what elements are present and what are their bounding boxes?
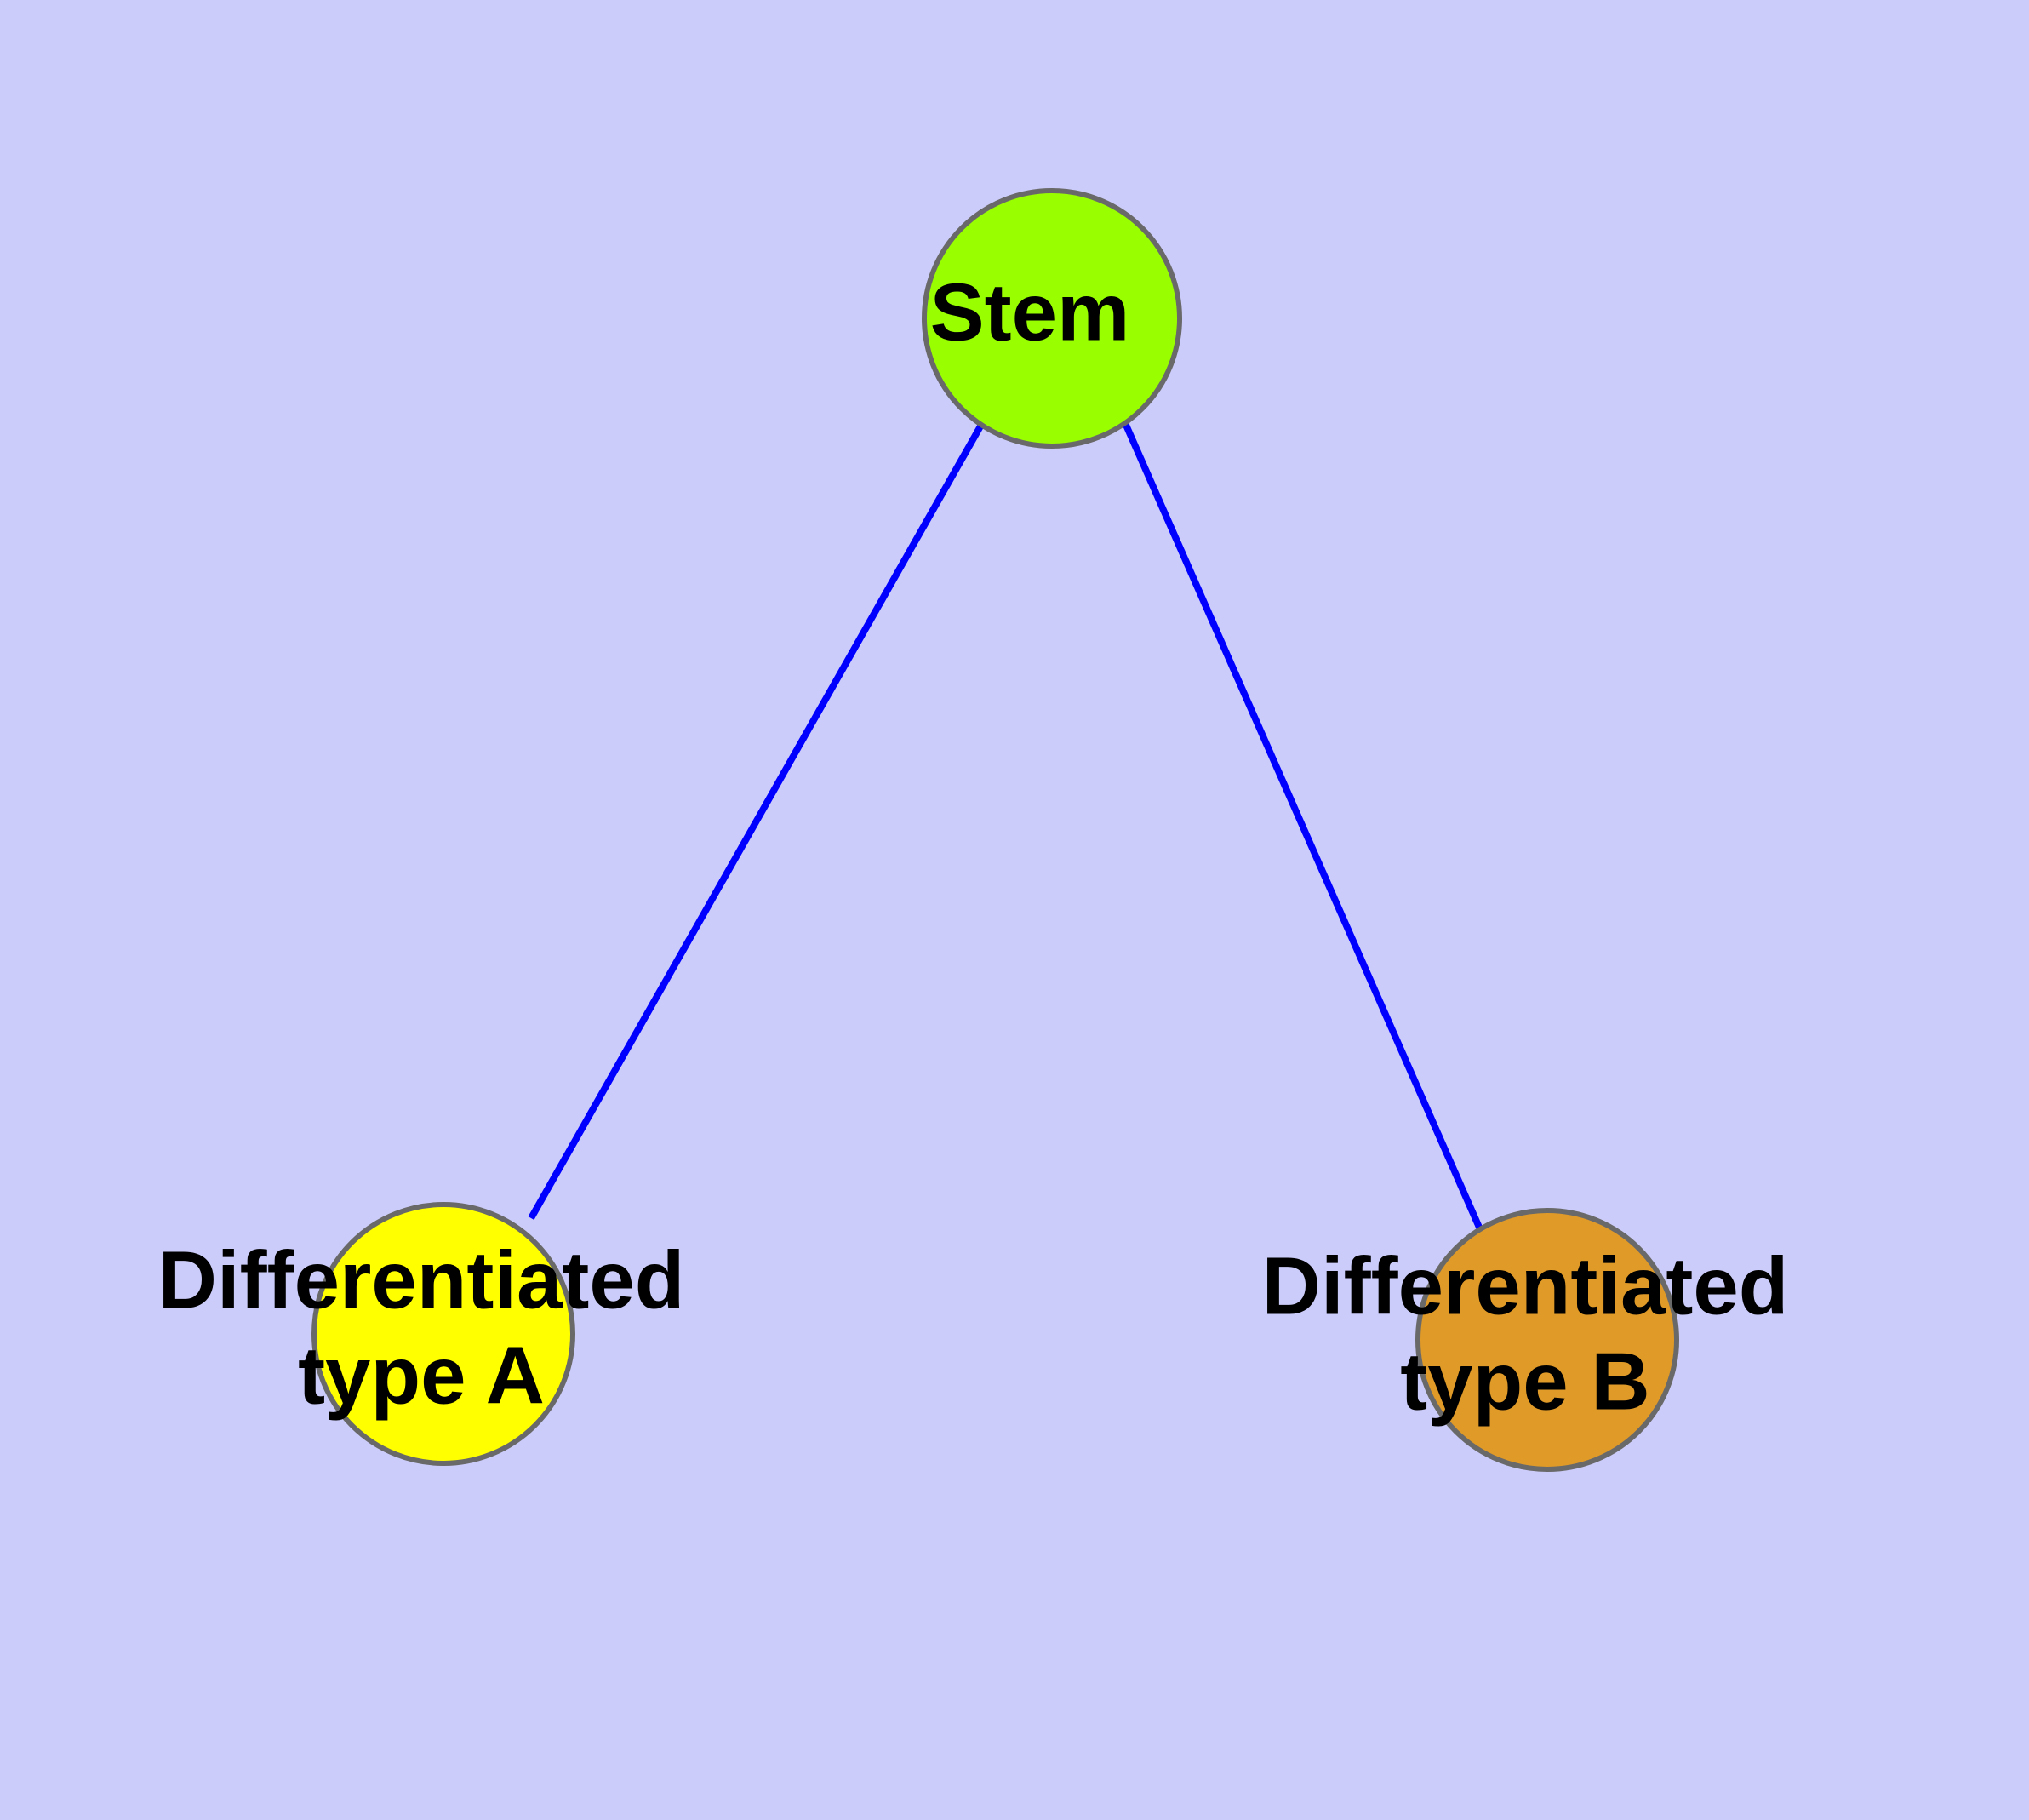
node-diff-a[interactable] — [311, 1202, 575, 1466]
node-diff-b-label-line1: Differentiated — [1262, 1240, 1789, 1331]
node-diff-a-circle[interactable] — [311, 1202, 575, 1466]
node-diff-a-label-line2: type A — [298, 1330, 545, 1421]
node-stem-circle[interactable] — [922, 188, 1182, 449]
edge-stem-to-diff-b[interactable] — [1122, 421, 1483, 1231]
node-diff-b[interactable] — [1415, 1208, 1679, 1472]
node-stem[interactable] — [922, 188, 1182, 449]
node-stem-label-line1: Stem — [930, 266, 1130, 358]
edge-layer — [528, 421, 1483, 1231]
label-layer: Stem Differentiated type A Differentiate… — [158, 266, 1789, 1427]
node-diff-b-circle[interactable] — [1415, 1208, 1679, 1472]
edge-stem-to-diff-a[interactable] — [528, 423, 985, 1220]
node-diff-a-label-line1: Differentiated — [158, 1234, 685, 1325]
node-layer — [311, 188, 1679, 1472]
node-diff-b-label-line2: type B — [1400, 1336, 1649, 1427]
